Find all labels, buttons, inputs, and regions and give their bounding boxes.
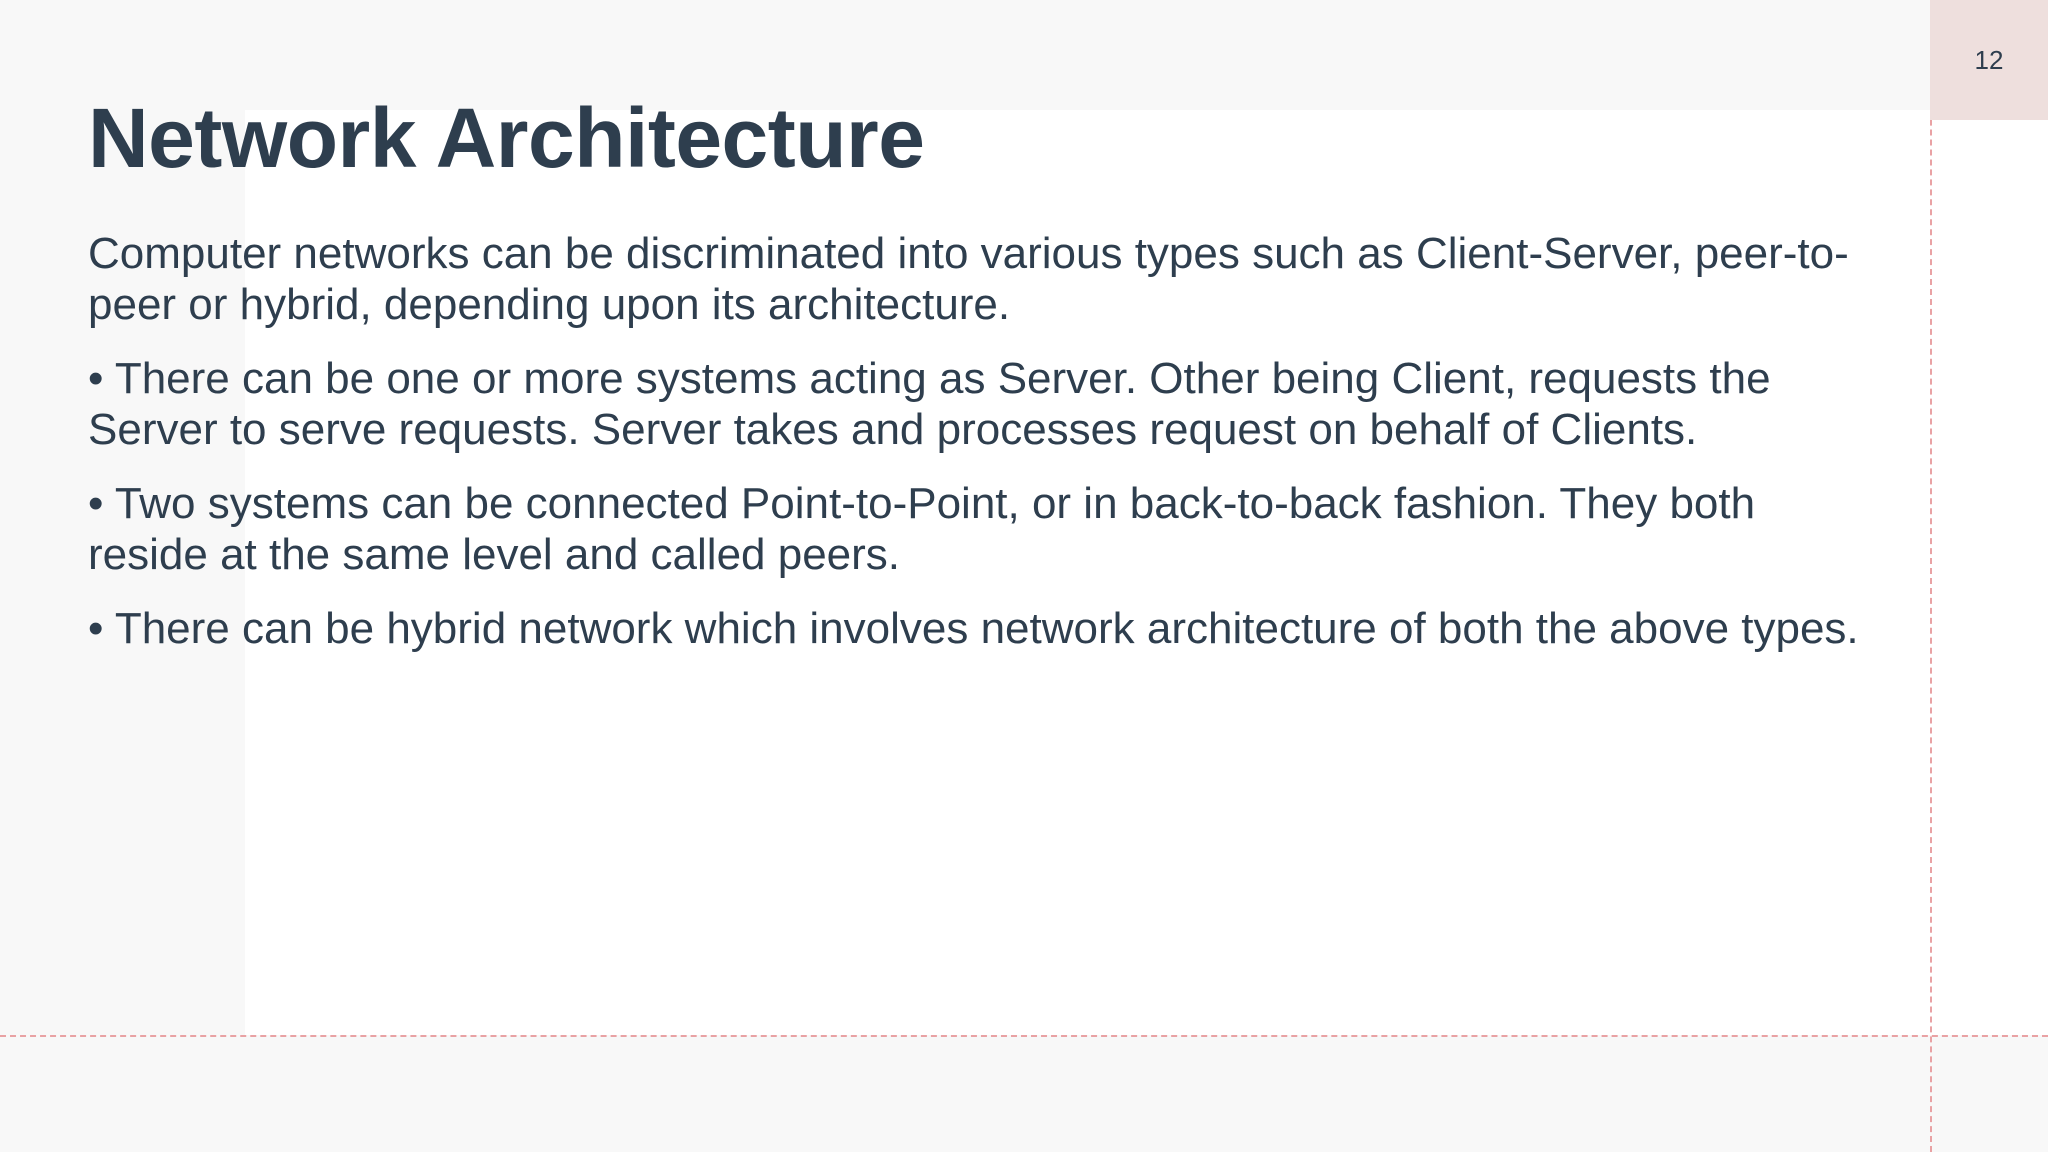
slide-paragraph-intro: Computer networks can be discriminated i… <box>88 229 1849 330</box>
slide-title: Network Architecture <box>88 91 925 185</box>
guide-line-horizontal <box>0 1035 2048 1037</box>
page-number-label: 12 <box>1974 45 2004 75</box>
slide-content-panel <box>245 110 2048 1035</box>
slide-paragraph-bullet-3: • There can be hybrid network which invo… <box>88 603 1859 653</box>
slide-paragraph-bullet-1: • There can be one or more systems actin… <box>88 353 1771 455</box>
guide-line-vertical <box>1930 0 1932 1152</box>
page-number-badge: 12 <box>1930 0 2048 120</box>
slide-text-body: Network Architecture Computer networks c… <box>88 96 1926 654</box>
slide-paragraph-bullet-2: • Two systems can be connected Point-to-… <box>88 478 1756 580</box>
